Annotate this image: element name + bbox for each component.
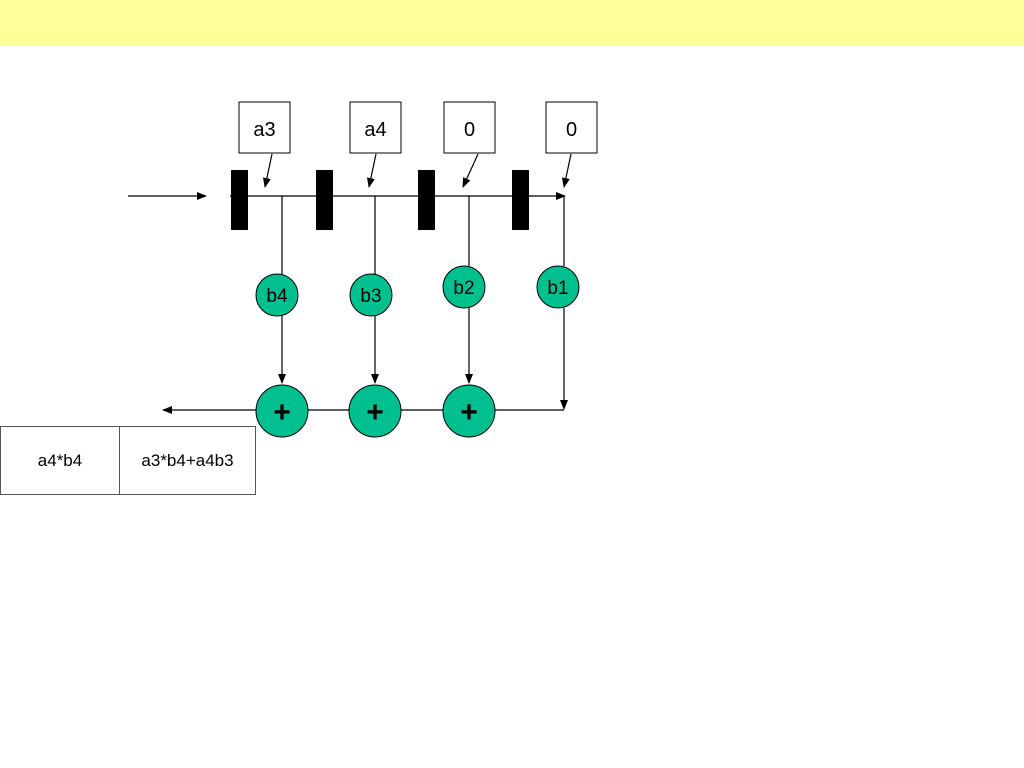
svg-text:a4: a4 [364,119,386,141]
svg-text:+: + [366,396,384,429]
input-box-4: 0 [545,101,598,154]
svg-text:+: + [460,396,478,429]
adder-node-2: + [348,384,402,438]
svg-text:0: 0 [566,119,577,141]
svg-text:b4: b4 [266,286,288,307]
coefficient-node-b3: b3 [349,273,393,317]
coefficient-node-b1: b1 [536,265,580,309]
title-bar [0,0,1024,46]
coefficient-node-b2: b2 [442,265,486,309]
coefficient-node-b4: b4 [255,273,299,317]
adder-node-1: + [255,384,309,438]
svg-text:+: + [273,396,291,429]
input-box-3: 0 [443,101,496,154]
input-pointer-2 [366,153,377,188]
svg-text:b2: b2 [453,278,474,299]
register-1 [231,170,248,230]
svg-text:b3: b3 [360,286,381,307]
output-table: a4*b4 a3*b4+a4b3 [0,426,256,495]
input-pointer-4 [561,153,572,188]
input-pointer-3 [462,153,479,188]
input-pointer-1 [262,153,273,188]
output-cell: a4*b4 [0,426,120,495]
svg-text:0: 0 [464,119,475,141]
register-2 [316,170,333,230]
input-box-2: a4 [349,101,402,154]
register-3 [418,170,435,230]
svg-text:b1: b1 [547,278,568,299]
svg-text:a3: a3 [253,119,275,141]
output-row: a4*b4 a3*b4+a4b3 [0,426,256,495]
register-4 [512,170,529,230]
output-cell: a3*b4+a4b3 [119,426,256,495]
input-box-1: a3 [238,101,291,154]
adder-node-3: + [442,384,496,438]
